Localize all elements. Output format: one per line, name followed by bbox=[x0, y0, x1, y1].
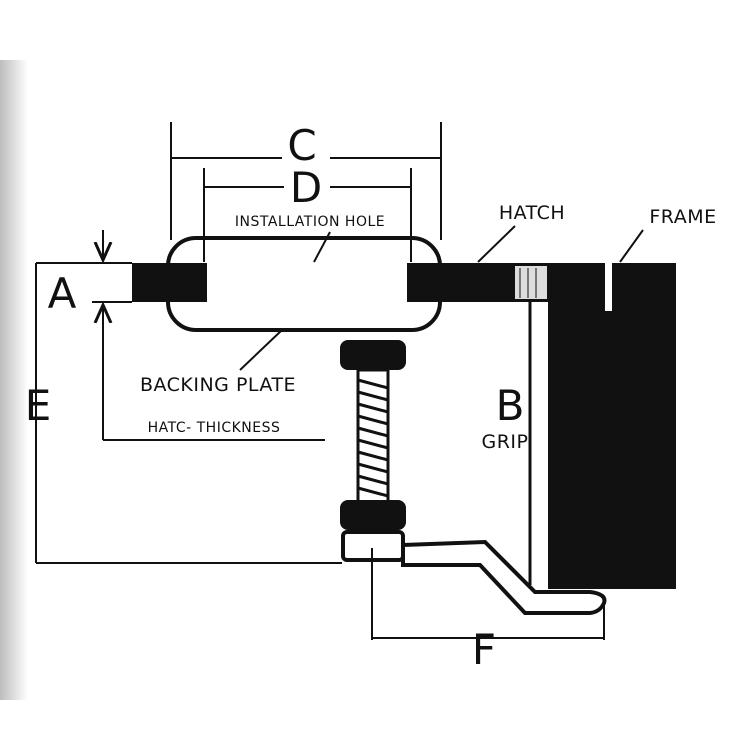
label-b: B bbox=[496, 381, 525, 430]
label-grip: GRIP bbox=[482, 431, 529, 453]
scan-edge-shadow bbox=[0, 60, 28, 700]
backing-plate-outline bbox=[166, 236, 442, 332]
label-d: D bbox=[290, 163, 322, 212]
dimension-a bbox=[36, 230, 132, 330]
label-f: F bbox=[472, 625, 496, 674]
hatch-thickness-leader bbox=[102, 330, 325, 441]
label-a: A bbox=[48, 269, 77, 318]
backing-plate-leader bbox=[239, 329, 283, 371]
installation-hole-leader bbox=[313, 231, 331, 263]
label-hatch: HATCH bbox=[499, 202, 565, 224]
label-installation-hole: INSTALLATION HOLE bbox=[235, 214, 385, 230]
stud-spring-assembly bbox=[340, 340, 406, 562]
label-frame: FRAME bbox=[649, 206, 716, 228]
dimension-c bbox=[170, 122, 442, 240]
frame-block bbox=[548, 263, 676, 589]
label-hatch-thickness: HATC- THICKNESS bbox=[148, 420, 281, 436]
dimension-f bbox=[371, 548, 605, 640]
hatch-leader bbox=[477, 225, 516, 263]
label-e: E bbox=[25, 381, 52, 430]
label-backing-plate: BACKING PLATE bbox=[140, 374, 296, 396]
dimension-e bbox=[35, 263, 342, 564]
dimension-d bbox=[203, 168, 412, 262]
frame-leader bbox=[619, 229, 644, 263]
label-c: C bbox=[287, 121, 316, 170]
hatch-plate bbox=[132, 263, 605, 302]
